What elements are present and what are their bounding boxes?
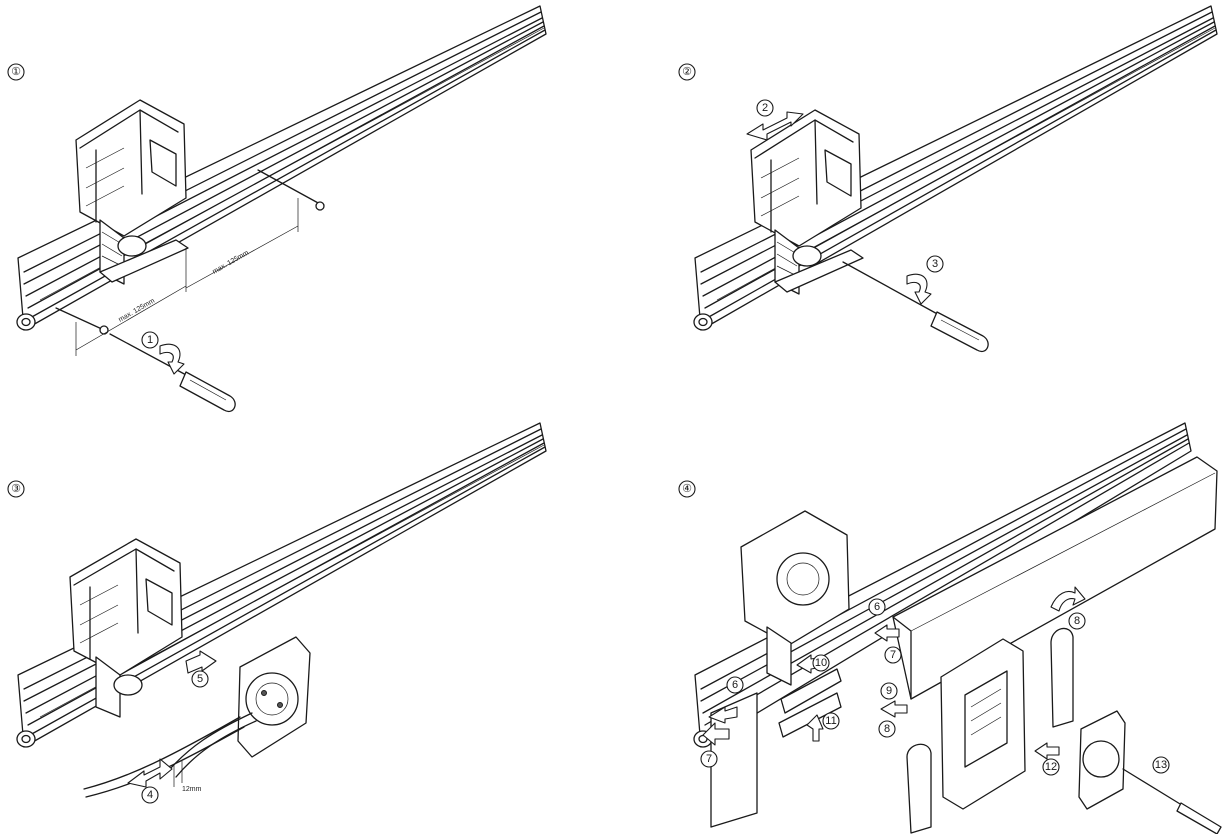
step-number-badge: ③ — [7, 480, 25, 498]
socket-insert — [237, 636, 311, 758]
rotate-arrow — [906, 273, 932, 305]
svg-text:6: 6 — [874, 601, 880, 613]
step-number-3: ③ — [11, 483, 21, 495]
end-caps — [710, 627, 1074, 834]
svg-text:8: 8 — [884, 723, 890, 735]
trunking-rail — [16, 422, 547, 748]
svg-text:7: 7 — [890, 649, 896, 661]
svg-text:11: 11 — [825, 715, 836, 727]
svg-text:12: 12 — [1045, 761, 1057, 773]
callout-1: 1 — [141, 331, 159, 349]
svg-text:7: 7 — [706, 753, 712, 765]
dimension-label-2: max. 125mm — [212, 249, 251, 275]
svg-text:5: 5 — [197, 673, 203, 685]
trunking-cover — [892, 456, 1218, 700]
step-panel-2: ② 2 — [611, 0, 1222, 417]
callout-13: 13 — [1152, 756, 1170, 774]
dimension-line: 12mm — [173, 761, 202, 793]
step-3-illustration: ③ — [7, 422, 547, 804]
step-panel-1: ① — [0, 0, 611, 417]
callout-8-lower: 8 — [878, 720, 896, 738]
cables — [83, 712, 257, 798]
step-number-badge: ② — [678, 63, 696, 81]
mounting-box — [75, 99, 189, 285]
screwdriver — [842, 261, 989, 353]
svg-text:2: 2 — [762, 102, 768, 114]
mounting-box — [750, 109, 864, 295]
rotate-arrow — [159, 343, 185, 375]
callout-9: 9 — [880, 682, 898, 700]
socket-frame — [940, 638, 1026, 810]
push-arrow-cable — [127, 758, 173, 788]
step-number-2: ② — [682, 66, 692, 78]
callout-4: 4 — [141, 786, 159, 804]
callout-11: 11 — [822, 712, 840, 730]
callout-6-right: 6 — [868, 598, 886, 616]
svg-text:6: 6 — [732, 679, 738, 691]
svg-text:1: 1 — [147, 334, 153, 346]
svg-text:8: 8 — [1074, 615, 1080, 627]
step-number-4: ④ — [682, 483, 692, 495]
step-number-1: ① — [11, 66, 21, 78]
push-arrow-insert — [185, 650, 217, 674]
step-1-illustration: ① — [7, 5, 547, 413]
socket-insert — [1078, 710, 1126, 810]
callout-5: 5 — [191, 670, 209, 688]
callout-7-right: 7 — [884, 646, 902, 664]
svg-text:9: 9 — [886, 685, 892, 697]
step-panel-4: ④ — [611, 417, 1222, 834]
step-number-badge: ④ — [678, 480, 696, 498]
dimension-label-1: max. 125mm — [118, 297, 157, 323]
svg-text:4: 4 — [147, 789, 153, 801]
step-panel-3: ③ — [0, 417, 611, 834]
svg-text:10: 10 — [815, 657, 827, 669]
step-4-illustration: ④ — [678, 422, 1222, 834]
svg-text:13: 13 — [1155, 759, 1167, 771]
screwdriver — [1122, 768, 1222, 834]
callout-3: 3 — [926, 255, 944, 273]
mounting-box — [740, 510, 850, 686]
callout-2: 2 — [756, 99, 774, 117]
callout-7-left: 7 — [700, 750, 718, 768]
callout-10: 10 — [812, 654, 830, 672]
step-2-illustration: ② 2 — [678, 5, 1218, 353]
step-number-badge: ① — [7, 63, 25, 81]
mounting-box — [69, 538, 183, 718]
svg-text:3: 3 — [932, 258, 938, 270]
callout-12: 12 — [1042, 758, 1060, 776]
slide-arrow — [746, 111, 804, 141]
dimension-label-strip: 12mm — [182, 786, 202, 793]
callout-6-left: 6 — [726, 676, 744, 694]
callout-8-upper: 8 — [1068, 612, 1086, 630]
